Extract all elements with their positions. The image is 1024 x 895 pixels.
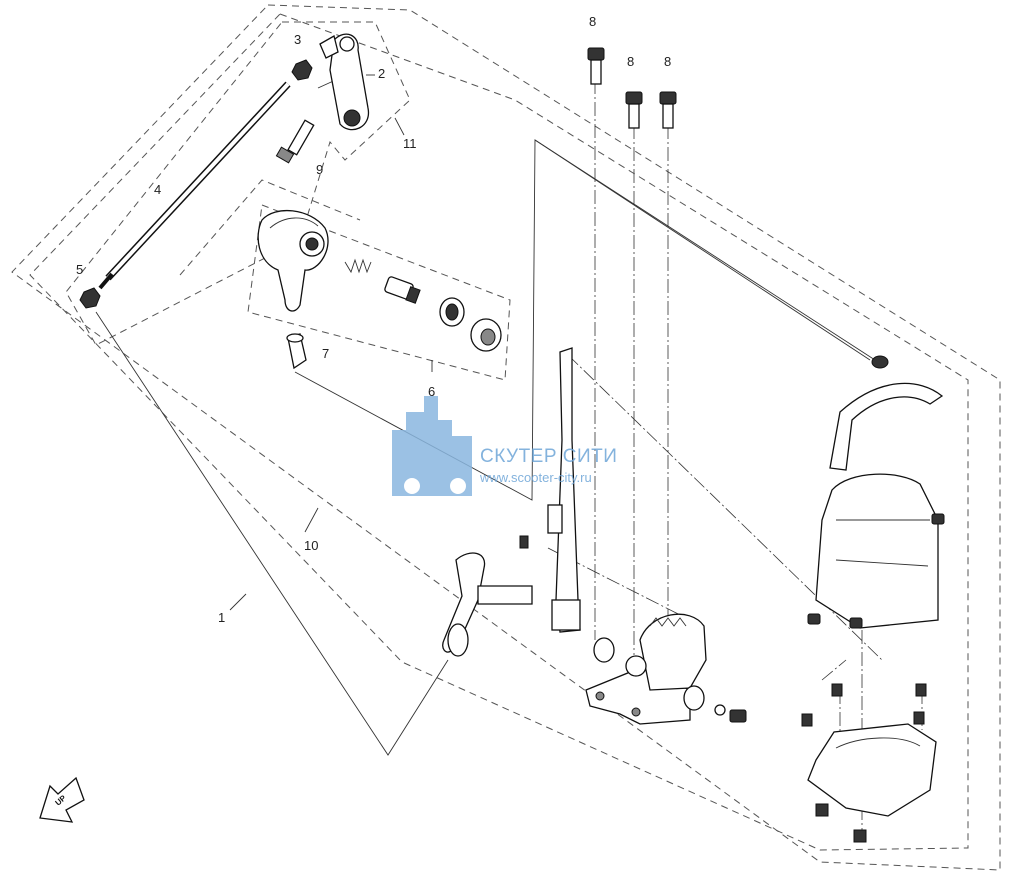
group-outline-1 [11, 4, 1001, 871]
callout-5: 5 [76, 262, 83, 277]
shift-rod-part [98, 81, 291, 290]
callout-9: 9 [316, 162, 323, 177]
callout-8c: 8 [664, 54, 671, 69]
shift-shaft-part [519, 347, 581, 633]
parts [79, 33, 945, 843]
nut-part [291, 59, 313, 81]
inner-outline-10 [179, 179, 361, 276]
city-skyline-icon [392, 396, 472, 496]
watermark-url: www.scooter-city.ru [479, 470, 592, 485]
callout-labels: 1 2 3 4 5 6 7 8 8 8 9 10 11 [76, 14, 671, 625]
callout-8b: 8 [627, 54, 634, 69]
shift-pedal-part [442, 552, 533, 657]
flange-bolt-part [587, 47, 677, 129]
up-arrow-icon [39, 776, 85, 823]
seal-ring-part [439, 297, 465, 327]
watermark: СКУТЕР СИТИ www.scooter-city.ru [392, 396, 617, 496]
shift-arm-part [319, 33, 370, 131]
group-outline-10 [29, 13, 969, 851]
bolt-part [275, 119, 315, 164]
callout-3: 3 [294, 32, 301, 47]
callout-1: 1 [218, 610, 225, 625]
cap-part [470, 318, 502, 352]
callout-4: 4 [154, 182, 161, 197]
bottom-cover-part [801, 683, 937, 843]
callout-6: 6 [428, 384, 435, 399]
callout-10: 10 [304, 538, 318, 553]
spring-part [344, 258, 372, 274]
callout-7: 7 [322, 346, 329, 361]
detent-plunger-part [384, 276, 421, 304]
callout-11: 11 [403, 136, 417, 151]
watermark-title: СКУТЕР СИТИ [480, 446, 617, 467]
assembly-outlines [11, 4, 1001, 871]
end-nut-part [79, 287, 101, 309]
group-outline-11 [65, 21, 411, 346]
bushing-part [286, 333, 307, 370]
shift-drum-part [585, 613, 747, 725]
callout-8a: 8 [589, 14, 596, 29]
up-direction-marker: UP [39, 776, 85, 823]
callout-2: 2 [378, 66, 385, 81]
lever-housing-part [257, 209, 329, 312]
case-cover-part [807, 355, 945, 629]
